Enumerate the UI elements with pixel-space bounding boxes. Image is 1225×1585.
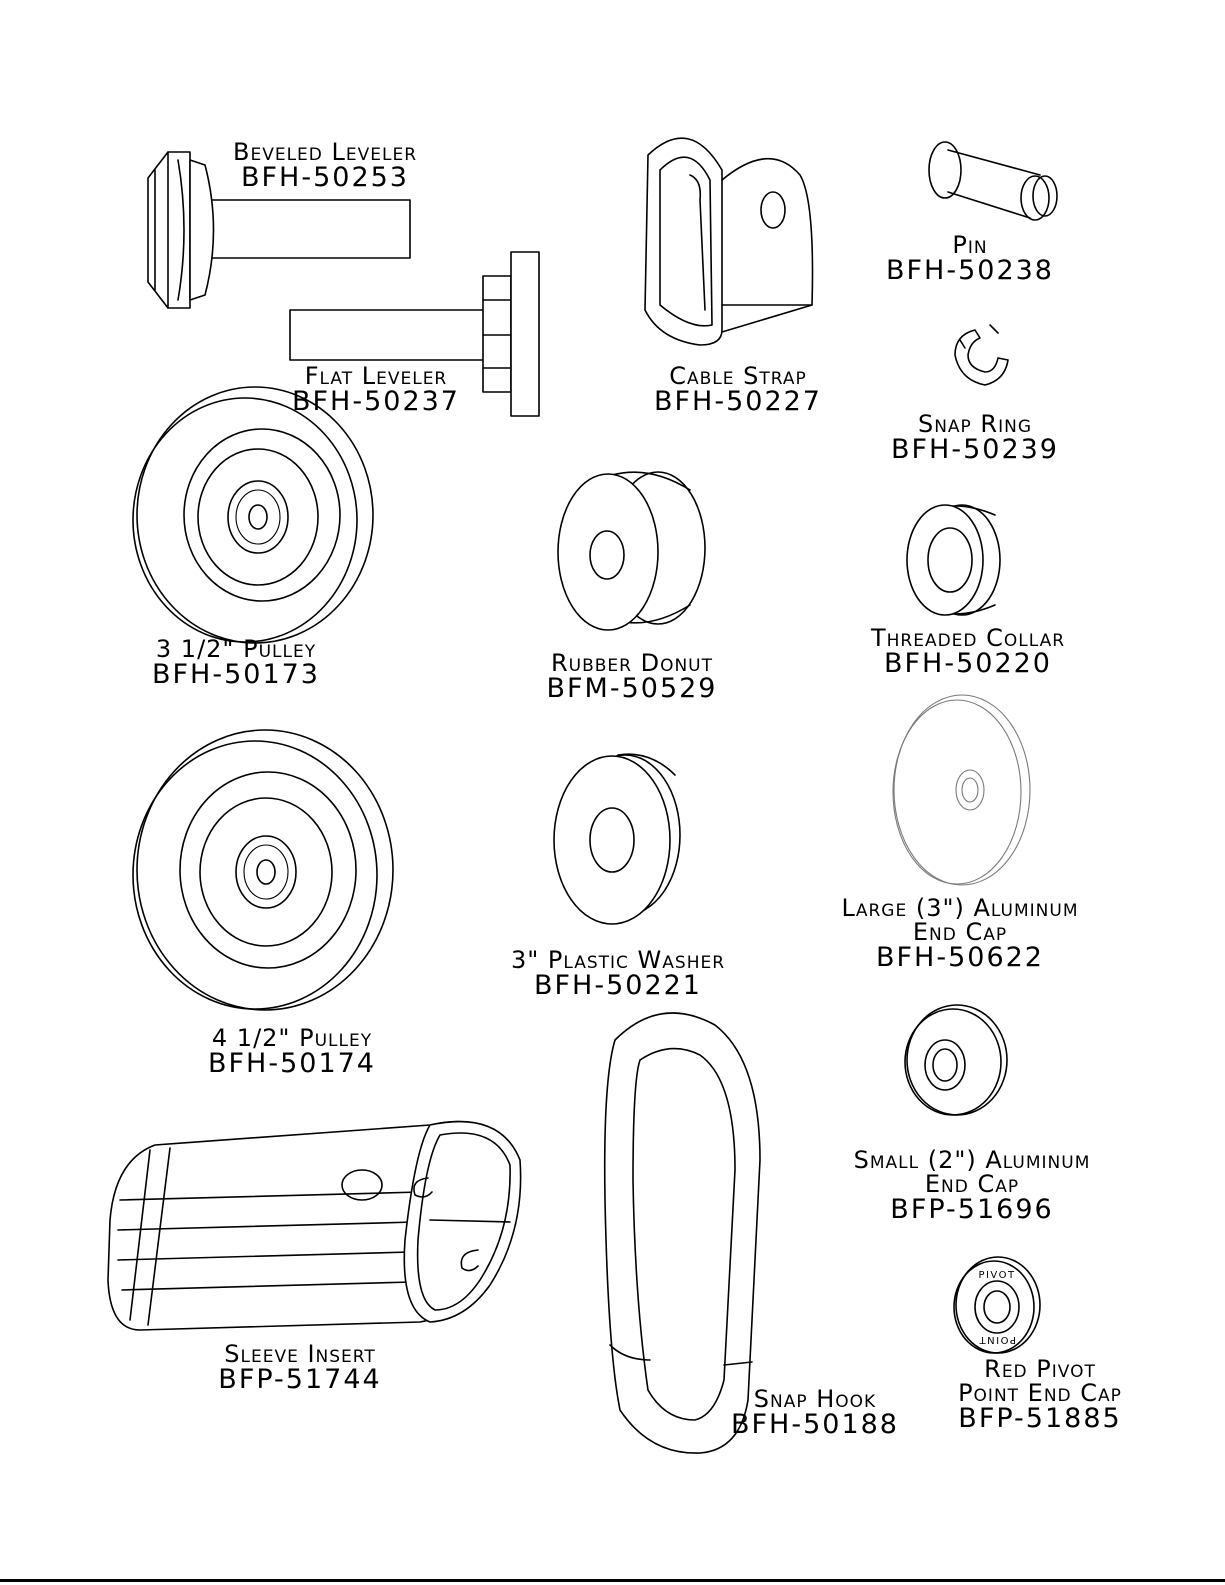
part-name: Cable Strap <box>669 362 807 390</box>
beveled-leveler-drawing <box>147 151 411 309</box>
part-number: BFP-51696 <box>890 1194 1054 1225</box>
part-name: Red Pivot <box>984 1355 1096 1383</box>
label-cable-strap: Cable Strap BFH-50227 <box>654 364 822 415</box>
label-sleeve-insert: Sleeve Insert BFP-51744 <box>218 1342 381 1393</box>
part-number: BFP-51744 <box>218 1364 382 1395</box>
part-name: Threaded Collar <box>870 624 1066 652</box>
large-end-cap-drawing <box>892 694 1031 886</box>
part-number: BFH-50237 <box>292 386 460 417</box>
pin-drawing <box>928 141 1058 221</box>
part-name-line2: End Cap <box>912 918 1008 946</box>
plastic-washer-drawing <box>553 753 681 925</box>
pulley-4-5-drawing <box>132 729 394 1011</box>
part-name: Small (2") Aluminum <box>853 1146 1091 1174</box>
label-snap-hook: Snap Hook BFH-50188 <box>731 1387 899 1438</box>
part-name: Pin <box>952 231 988 259</box>
part-name: 3 1/2" Pulley <box>155 635 317 663</box>
part-name: 4 1/2" Pulley <box>211 1024 373 1052</box>
label-red-pivot: Red Pivot Point End Cap BFP-51885 <box>958 1357 1122 1432</box>
small-end-cap-drawing <box>904 1004 1008 1116</box>
part-name: Beveled Leveler <box>232 138 418 166</box>
label-pulley-4-5: 4 1/2" Pulley BFH-50174 <box>208 1026 376 1077</box>
label-flat-leveler: Flat Leveler BFH-50237 <box>292 364 460 415</box>
label-plastic-washer: 3" Plastic Washer BFH-50221 <box>511 948 725 999</box>
label-small-end-cap: Small (2") Aluminum End Cap BFP-51696 <box>854 1148 1091 1223</box>
part-name: Rubber Donut <box>550 649 714 677</box>
part-number: BFM-50529 <box>546 673 718 704</box>
part-number: BFH-50239 <box>891 434 1059 465</box>
label-large-end-cap: Large (3") Aluminum End Cap BFH-50622 <box>841 896 1078 971</box>
threaded-collar-drawing <box>906 504 1001 616</box>
cable-strap-drawing <box>644 137 814 346</box>
part-number: BFH-50173 <box>152 659 320 690</box>
snap-ring-drawing <box>954 324 1009 386</box>
sleeve-insert-drawing <box>107 1120 522 1331</box>
part-number: BFH-50188 <box>731 1409 899 1440</box>
rubber-donut-drawing <box>557 471 706 631</box>
label-threaded-collar: Threaded Collar BFH-50220 <box>871 626 1065 677</box>
part-name: Snap Hook <box>753 1385 877 1413</box>
part-name: Sleeve Insert <box>224 1340 376 1368</box>
part-name-line2: End Cap <box>924 1170 1020 1198</box>
part-name: Flat Leveler <box>304 362 448 390</box>
bottom-rule <box>0 1579 1225 1582</box>
label-snap-ring: Snap Ring BFH-50239 <box>891 412 1059 463</box>
label-pulley-3-5: 3 1/2" Pulley BFH-50173 <box>152 637 320 688</box>
part-number: BFH-50221 <box>533 970 702 1001</box>
part-name: Snap Ring <box>917 410 1033 438</box>
part-name: 3" Plastic Washer <box>510 946 726 974</box>
snap-hook-drawing <box>603 1012 761 1454</box>
pivot-cap-drawing: PIVOT POINT <box>953 1256 1041 1354</box>
label-beveled-leveler: Beveled Leveler BFH-50253 <box>233 140 417 191</box>
part-name: Large (3") Aluminum <box>841 894 1079 922</box>
part-number: BFH-50253 <box>240 162 409 193</box>
pivot-cap-bottom-text: POINT <box>978 1334 1016 1345</box>
pivot-cap-top-text: PIVOT <box>978 1270 1015 1281</box>
part-number: BFH-50174 <box>208 1048 376 1079</box>
label-pin: Pin BFH-50238 <box>886 233 1054 284</box>
part-number: BFH-50227 <box>654 386 822 417</box>
label-rubber-donut: Rubber Donut BFM-50529 <box>547 651 718 702</box>
part-number: BFH-50622 <box>875 942 1044 973</box>
flat-leveler-drawing <box>289 251 540 417</box>
part-number: BFH-50220 <box>884 648 1052 679</box>
part-number: BFH-50238 <box>886 255 1054 286</box>
part-number: BFP-51885 <box>958 1403 1122 1434</box>
part-name-line2: Point End Cap <box>958 1379 1122 1407</box>
pulley-3-5-drawing <box>132 386 374 644</box>
